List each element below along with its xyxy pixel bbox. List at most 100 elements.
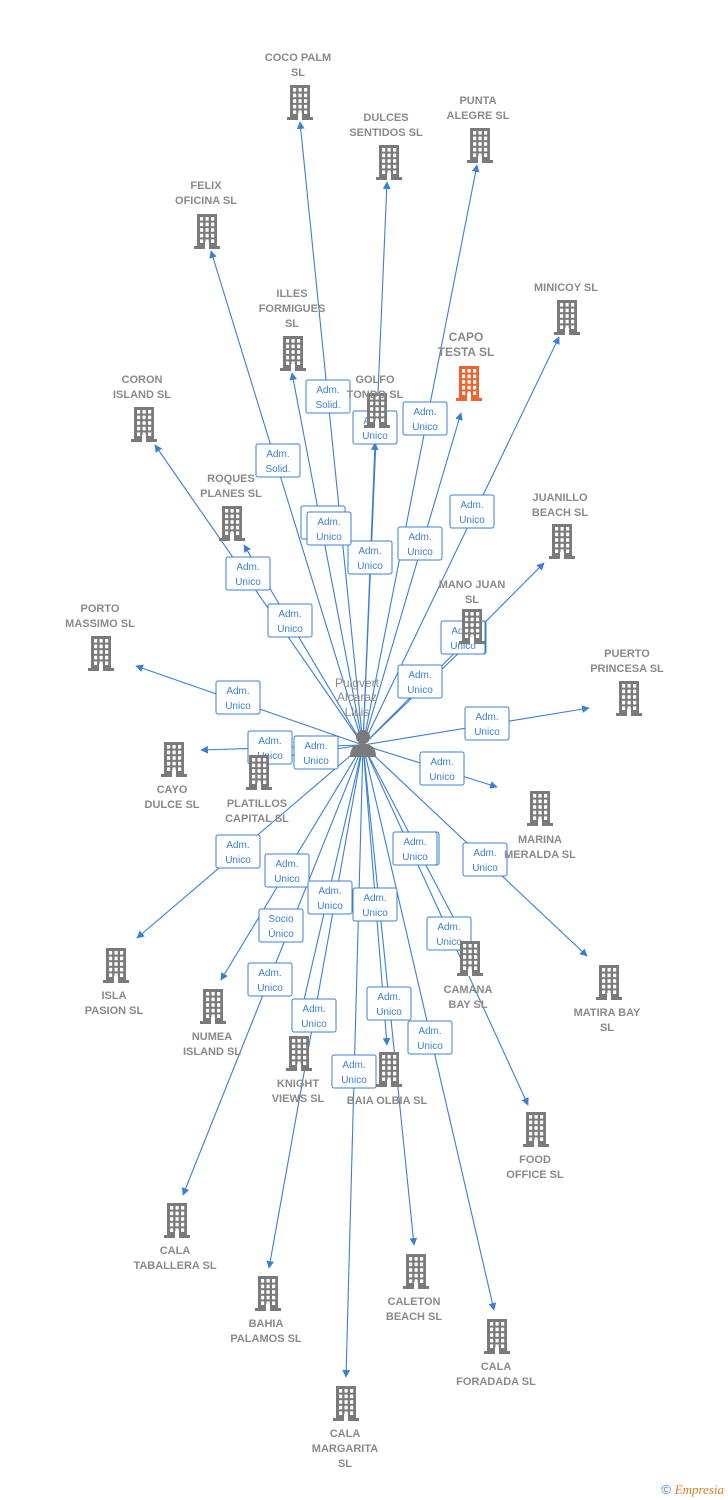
role-badge-punta-alegre[interactable]: Adm.Unico	[402, 401, 448, 436]
company-name: SL	[600, 1022, 614, 1034]
role-badge-baia-olbia[interactable]: Adm.Unico	[366, 986, 412, 1021]
company-node-mano-juan[interactable]: MANO JUAN SL	[439, 579, 506, 644]
role-text: Único	[268, 927, 294, 940]
building-icon	[88, 636, 114, 671]
role-badge-caleton-beach[interactable]: Adm. Unico	[352, 887, 398, 922]
building-icon-highlighted	[456, 366, 482, 401]
building-icon	[523, 1112, 549, 1147]
role-badge-isla-pasion[interactable]: Adm.Unico	[215, 834, 261, 869]
building-icon	[103, 948, 129, 983]
role-text: Unico	[317, 901, 343, 912]
role-text: Unico	[357, 561, 383, 572]
role-badge-cala-margarita[interactable]: Adm.Unico	[331, 1054, 377, 1089]
role-text: Unico	[274, 874, 300, 885]
role-badge-cala-taballera[interactable]: Adm.Unico	[247, 962, 293, 997]
company-name: MANO JUAN	[439, 579, 506, 591]
company-name: MARGARITA	[312, 1443, 378, 1455]
role-text: Unico	[436, 937, 462, 948]
role-text: Unico	[303, 756, 329, 767]
role-text: Unico	[225, 701, 251, 712]
role-badge-roques-planes[interactable]: Adm.Unico	[267, 603, 313, 638]
company-name: FORADADA SL	[456, 1376, 536, 1388]
role-text: Adm.	[430, 757, 453, 768]
role-badge-minicoy[interactable]: Adm.Unico	[449, 494, 495, 529]
role-badge-porto-massimo[interactable]: Adm.Unico	[215, 680, 261, 715]
building-icon	[131, 407, 157, 442]
building-icon	[200, 989, 226, 1024]
company-name: PUERTO	[604, 648, 650, 660]
role-text: Solid.	[315, 400, 340, 411]
company-name: PUNTA	[459, 95, 496, 107]
role-badge-caleton-beach-secondary[interactable]: Adm.Unico	[307, 880, 353, 915]
company-name: CALETON	[388, 1296, 441, 1308]
edge-coco-palm	[296, 121, 364, 746]
company-name: MARINA	[518, 834, 562, 846]
role-badge-numea-island[interactable]: Adm.Unico	[264, 853, 310, 888]
company-name: SL	[291, 67, 305, 79]
role-badge-felix-oficina[interactable]: Adm.Solid.	[255, 443, 301, 478]
role-text: Adm.	[437, 922, 460, 933]
role-badge-illes-formigues-secondary[interactable]: Adm.Unico	[306, 511, 352, 546]
center-person[interactable]: Puigvert Alcaraz Lluis	[335, 676, 380, 757]
company-name: SL	[465, 594, 479, 606]
company-name: PASION SL	[85, 1005, 144, 1017]
role-text: Unico	[459, 515, 485, 526]
role-badge-capo-testa[interactable]: Adm.Unico	[397, 526, 443, 561]
company-node-coco-palm[interactable]: COCO PALM SL	[265, 52, 331, 120]
company-name: FORMIGUES	[259, 303, 326, 315]
role-text: Unico	[472, 863, 498, 874]
role-badge-puerto-princesa[interactable]: Adm.Unico	[464, 706, 510, 741]
role-text: Unico	[474, 727, 500, 738]
role-badge-platillos-capital[interactable]: Adm.Unico	[293, 735, 339, 770]
company-name: CALA	[160, 1245, 191, 1257]
role-badge-camana-bay-secondary[interactable]: Adm.Unico	[392, 831, 438, 866]
role-badge-marina-meralda[interactable]: Adm.Unico	[419, 751, 465, 786]
role-badge-golfo-tondo[interactable]: Adm.Unico	[347, 540, 393, 575]
brand-logo[interactable]: Empresia	[674, 1482, 724, 1497]
role-text: Unico	[301, 1019, 327, 1030]
edge-punta-alegre	[362, 164, 480, 746]
role-badge-mano-juan[interactable]: Adm.Unico	[397, 664, 443, 699]
building-icon	[527, 791, 553, 826]
role-badge-bahia-palamos[interactable]: Adm.Unico	[291, 998, 337, 1033]
role-badge-coco-palm[interactable]: Adm.Solid.	[305, 379, 351, 414]
role-badge-cala-foradada[interactable]: Adm.Unico	[407, 1020, 453, 1055]
company-name: MASSIMO SL	[65, 618, 135, 630]
role-text: Adm.	[258, 968, 281, 979]
company-node-minicoy[interactable]: MINICOY SL	[534, 282, 598, 335]
role-text: Unico	[362, 908, 388, 919]
role-text: Adm.	[363, 893, 386, 904]
company-node-baia-olbia[interactable]: BAIA OLBIA SL	[347, 1052, 428, 1107]
person-name-line-2: Alcaraz	[337, 690, 377, 704]
person-name-line-1: Puigvert	[335, 676, 380, 690]
role-badge-matira-bay[interactable]: Adm.Unico	[462, 842, 508, 877]
role-badge-coron-island[interactable]: Adm.Unico	[225, 556, 271, 591]
company-name: COCO PALM	[265, 52, 331, 64]
